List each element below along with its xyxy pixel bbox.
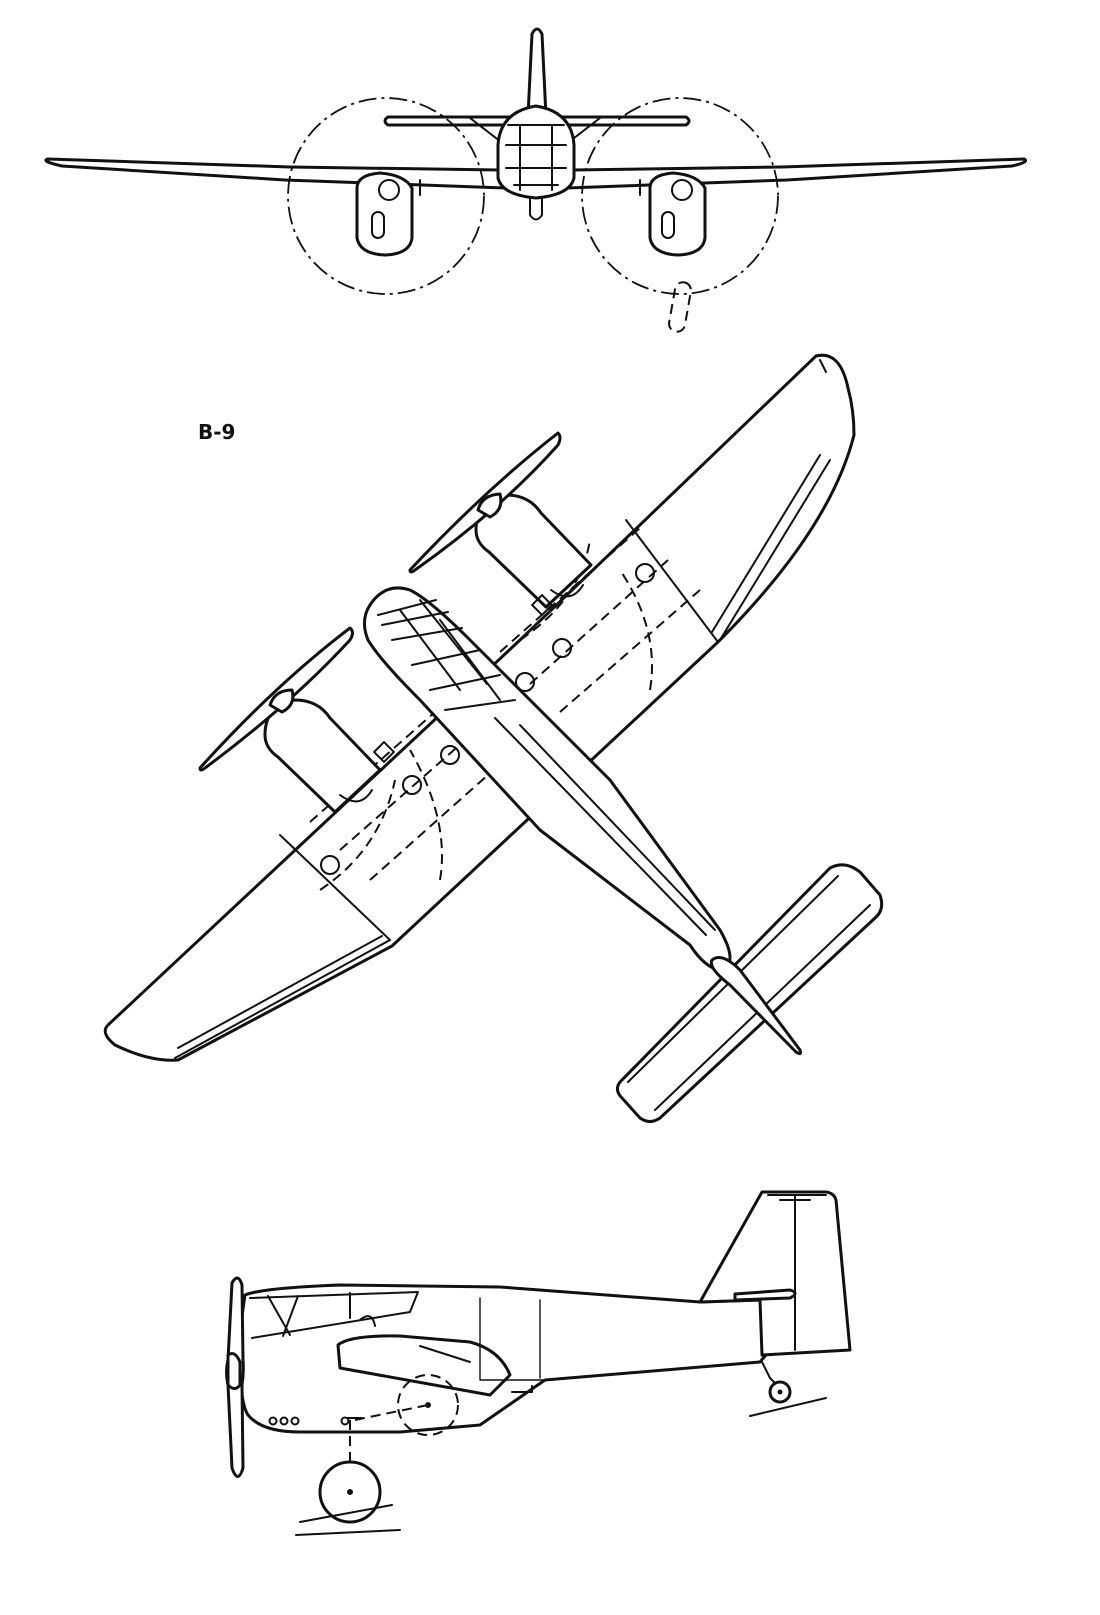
figure-label: B-9 bbox=[198, 420, 236, 444]
front-landing-gear-dashed bbox=[668, 281, 692, 333]
front-view bbox=[46, 29, 1026, 333]
side-retracted-wheel-dashed bbox=[398, 1375, 458, 1435]
plan-fin bbox=[711, 958, 800, 1054]
front-engine-nacelle-right bbox=[650, 173, 705, 255]
plan-view bbox=[105, 355, 881, 1121]
side-engine-nacelle bbox=[338, 1336, 510, 1395]
front-fuselage bbox=[498, 106, 574, 198]
side-tail-fin bbox=[700, 1192, 850, 1355]
front-vertical-fin bbox=[528, 29, 546, 116]
front-propeller-disc-right bbox=[582, 98, 778, 294]
front-wing-left bbox=[46, 159, 505, 188]
front-propeller-disc-left bbox=[288, 98, 484, 294]
side-view bbox=[227, 1192, 851, 1535]
front-wing-right bbox=[567, 159, 1026, 188]
front-engine-nacelle-left bbox=[357, 173, 412, 255]
side-fuselage bbox=[240, 1285, 770, 1432]
side-horizontal-tail bbox=[735, 1290, 795, 1300]
